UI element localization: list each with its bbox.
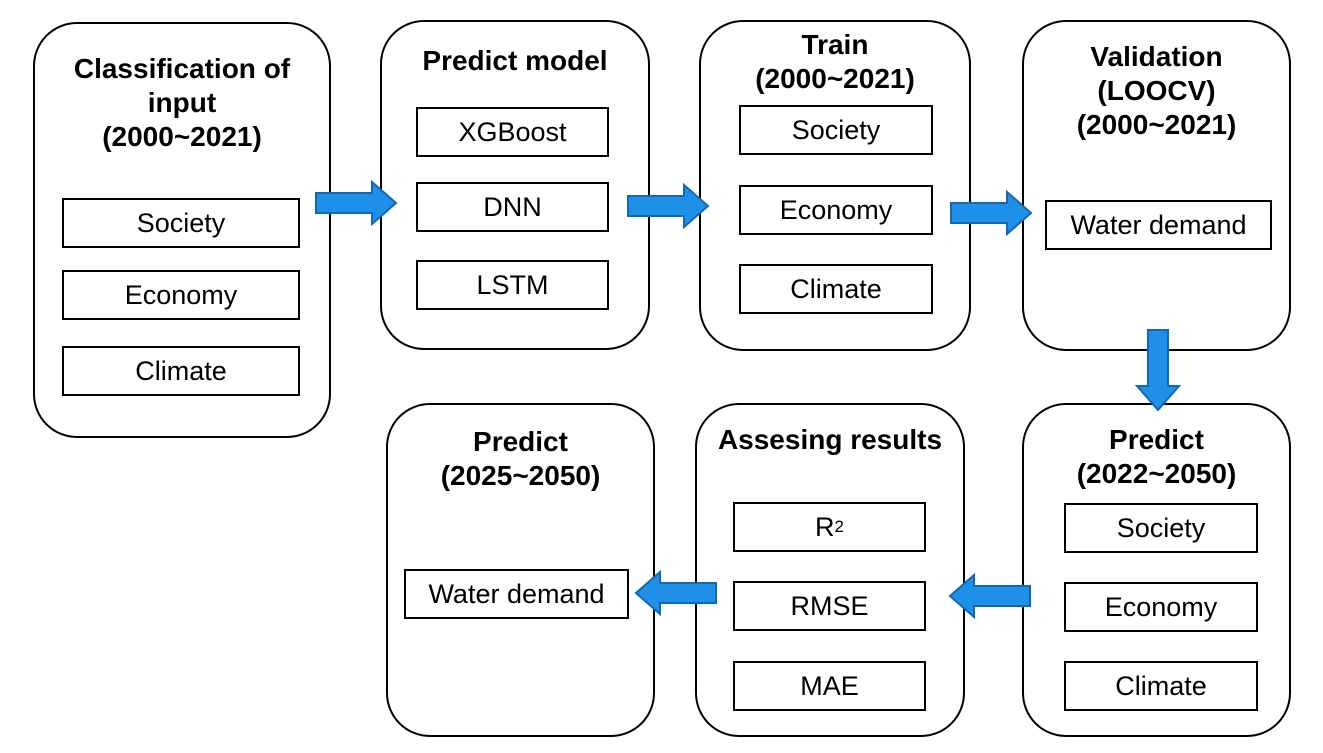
title-line: Predict model [422,45,608,76]
classification-title: Classification of input (2000~2021) [35,52,329,154]
title-line: Train [801,29,869,60]
dnn-box: DNN [416,182,609,232]
right-arrow-icon [627,183,710,229]
classification-panel: Classification of input (2000~2021) Soci… [33,22,331,438]
title-line: input [147,87,217,118]
predict-output-title: Predict (2025~2050) [388,425,653,493]
predict-model-title: Predict model [382,44,648,78]
water-demand-box: Water demand [404,569,629,619]
climate-box: Climate [1064,661,1258,711]
mae-box: MAE [733,661,926,711]
xgboost-box: XGBoost [416,107,609,157]
r-squared-base: R [815,511,835,542]
title-line: Predict [473,426,568,457]
train-panel: Train (2000~2021) Society Economy Climat… [699,20,971,351]
title-line: (2000~2021) [102,121,262,152]
validation-panel: Validation (LOOCV) (2000~2021) Water dem… [1022,20,1291,351]
left-arrow-icon [634,570,717,616]
economy-box: Economy [1064,582,1258,632]
lstm-box: LSTM [416,260,609,310]
right-arrow-icon [315,180,398,226]
title-line: Validation [1090,41,1223,72]
society-box: Society [62,198,300,248]
train-title: Train (2000~2021) [701,28,969,96]
predict-inputs-title: Predict (2022~2050) [1024,423,1289,491]
title-line: (2000~2021) [1076,109,1237,140]
title-line: Predict [1109,424,1204,455]
title-line: (LOOCV) [1097,75,1216,106]
title-line: Assesing results [717,424,943,455]
predict-output-panel: Predict (2025~2050) Water demand [386,403,655,737]
rmse-box: RMSE [733,581,926,631]
assessing-title: Assesing results [697,423,963,457]
economy-box: Economy [62,270,300,320]
water-demand-box: Water demand [1045,200,1272,250]
climate-box: Climate [62,346,300,396]
society-box: Society [739,105,933,155]
predict-model-panel: Predict model XGBoost DNN LSTM [380,20,650,350]
climate-box: Climate [739,264,933,314]
right-arrow-icon [950,190,1033,236]
title-line: (2022~2050) [1076,458,1237,489]
down-arrow-icon [1135,329,1181,412]
validation-title: Validation (LOOCV) (2000~2021) [1024,40,1289,142]
economy-box: Economy [739,185,933,235]
title-line: (2000~2021) [755,63,915,94]
left-arrow-icon [948,573,1031,619]
title-line: Classification of [73,53,291,84]
predict-inputs-panel: Predict (2022~2050) Society Economy Clim… [1022,403,1291,737]
title-line: (2025~2050) [440,460,601,491]
society-box: Society [1064,503,1258,553]
